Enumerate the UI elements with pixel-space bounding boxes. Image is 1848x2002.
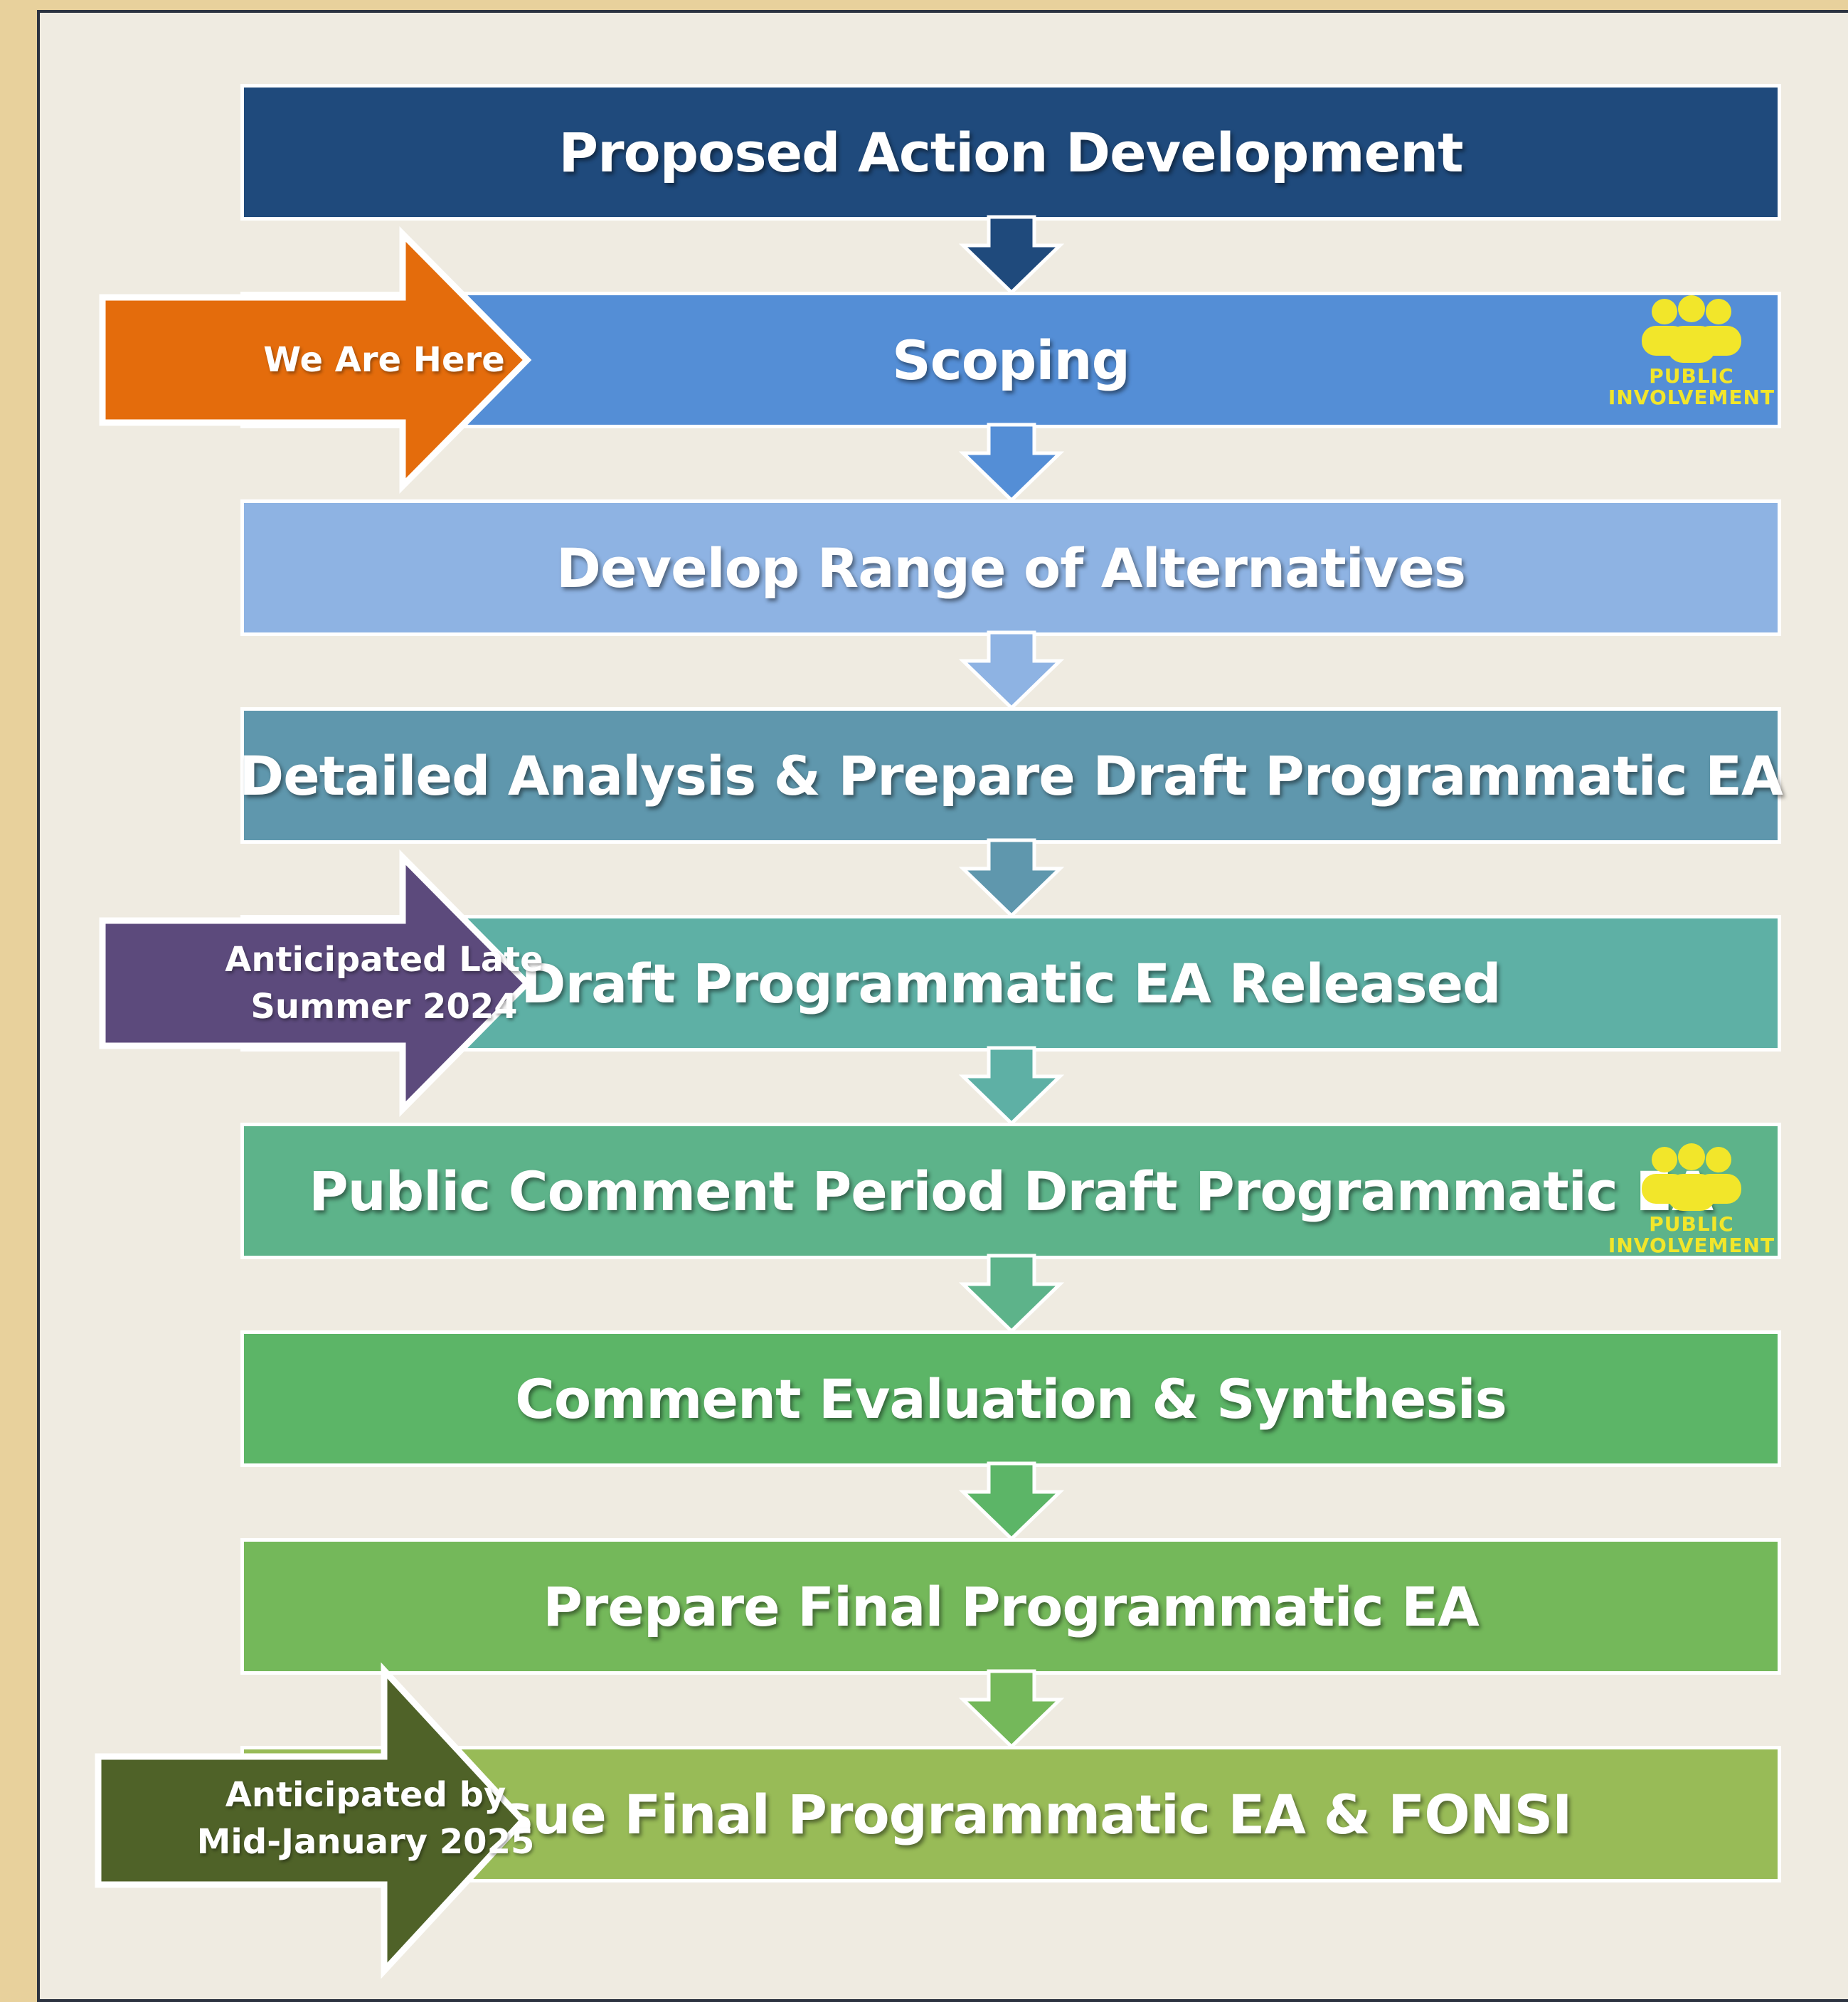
down-arrow-icon	[958, 215, 1065, 295]
public-involvement-label: PUBLIC INVOLVEMENT	[1606, 1214, 1777, 1256]
down-arrow-icon	[958, 423, 1065, 503]
step-detailed-analysis: Detailed Analysis & Prepare Draft Progra…	[239, 707, 1783, 844]
step-proposed-action-development: Proposed Action Development	[240, 84, 1781, 221]
step-label: Comment Evaluation & Synthesis	[515, 1367, 1507, 1431]
step-label: Proposed Action Development	[558, 120, 1463, 184]
down-arrow-icon	[958, 1669, 1065, 1749]
step-label: Prepare Final Programmatic EA	[543, 1574, 1480, 1638]
public-involvement-line1: PUBLIC	[1649, 364, 1734, 388]
public-involvement-label: PUBLIC INVOLVEMENT	[1606, 366, 1777, 408]
down-arrow-icon	[958, 1254, 1065, 1334]
down-arrow-icon	[958, 1461, 1065, 1542]
step-label: Detailed Analysis & Prepare Draft Progra…	[239, 743, 1783, 807]
down-arrow-icon	[958, 1046, 1065, 1126]
public-involvement-line2: INVOLVEMENT	[1608, 1234, 1775, 1257]
step-label: Scoping	[892, 328, 1130, 392]
down-arrow-icon	[958, 630, 1065, 711]
step-label: Public Comment Period Draft Programmatic…	[308, 1159, 1714, 1223]
callout-label: We Are Here	[263, 340, 505, 380]
public-involvement-line1: PUBLIC	[1649, 1212, 1734, 1236]
down-arrow-icon	[958, 838, 1065, 918]
step-label: Issue Final Programmatic EA & FONSI	[450, 1782, 1573, 1846]
callout-we-are-here: We Are Here	[94, 226, 538, 494]
step-comment-evaluation: Comment Evaluation & Synthesis	[240, 1330, 1781, 1467]
callout-anticipated-late-summer-2024: Anticipated Late Summer 2024	[94, 849, 543, 1118]
people-group-icon	[1642, 1143, 1741, 1211]
step-prepare-final-ea: Prepare Final Programmatic EA	[240, 1538, 1781, 1675]
public-involvement-line2: INVOLVEMENT	[1608, 386, 1775, 409]
people-group-icon	[1642, 295, 1741, 363]
right-arrow-icon	[95, 1662, 528, 1979]
public-involvement-badge: PUBLIC INVOLVEMENT	[1606, 295, 1777, 412]
step-public-comment-period: Public Comment Period Draft Programmatic…	[240, 1123, 1781, 1259]
callout-anticipated-mid-january-2025: Anticipated by Mid-January 2025	[90, 1662, 534, 1979]
public-involvement-badge: PUBLIC INVOLVEMENT	[1606, 1143, 1777, 1260]
callout-label: Anticipated by Mid-January 2025	[196, 1775, 535, 1862]
step-develop-range-of-alternatives: Develop Range of Alternatives	[240, 499, 1781, 636]
callout-label: Anticipated Late Summer 2024	[225, 940, 543, 1027]
step-label: Draft Programmatic EA Released	[521, 951, 1501, 1015]
step-label: Develop Range of Alternatives	[556, 536, 1466, 600]
right-arrow-icon	[99, 226, 532, 494]
right-arrow-icon	[99, 849, 532, 1117]
